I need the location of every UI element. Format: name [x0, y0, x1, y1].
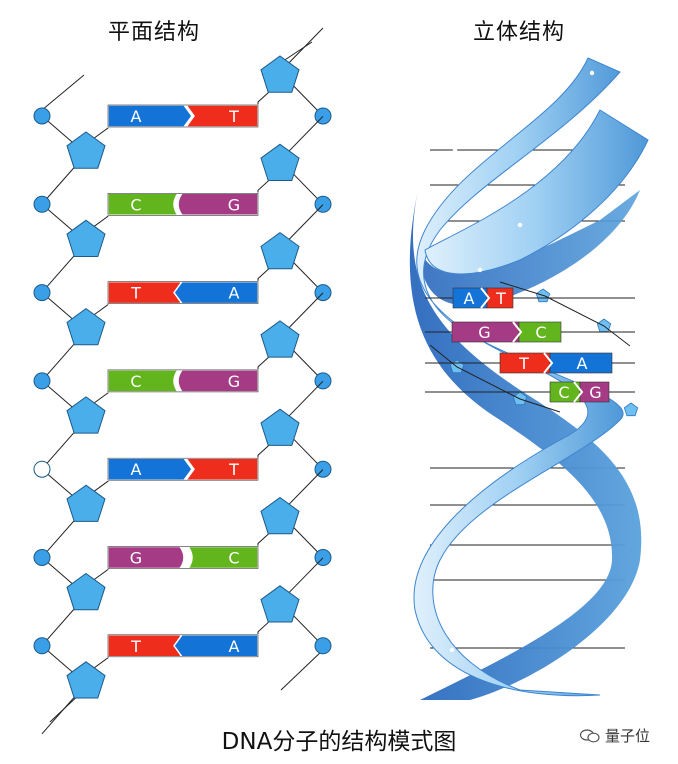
phosphate-group	[33, 107, 51, 125]
base-letter: C	[130, 372, 141, 391]
ribbon-highlight	[589, 70, 595, 76]
deoxyribose-sugar	[66, 572, 106, 611]
base-letter: T	[228, 107, 239, 126]
base-letter: A	[229, 284, 240, 303]
backbone-ribbon-front	[413, 57, 624, 697]
phosphate-group	[33, 284, 51, 302]
base-pair-outline	[107, 634, 259, 658]
deoxyribose-sugar	[260, 55, 300, 93]
base-pair-outline	[107, 104, 259, 128]
phosphate-group	[33, 372, 51, 390]
deoxyribose-sugar	[260, 231, 300, 270]
base-letter: C	[535, 323, 546, 342]
base-pair-outline	[107, 281, 259, 304]
deoxyribose-sugar	[66, 131, 106, 169]
base-joint	[512, 321, 523, 343]
watermark: 量子位	[580, 725, 650, 746]
base-pair-outline	[107, 457, 259, 481]
phosphate-group	[33, 460, 51, 478]
base-pair-outline	[107, 369, 259, 393]
deoxyribose-sugar	[66, 661, 106, 699]
base-A	[173, 634, 259, 658]
planar-structure-title: 平面结构	[108, 20, 201, 45]
base-A	[107, 104, 193, 128]
base-C	[518, 321, 562, 343]
base-letter: G	[228, 372, 240, 391]
base-joint	[573, 381, 584, 403]
backbone-ribbon-front	[424, 109, 649, 275]
base-G	[177, 192, 259, 217]
deoxyribose-sugar	[260, 496, 300, 535]
backbone-line	[499, 281, 631, 347]
phosphate-group	[33, 195, 51, 213]
base-C	[186, 545, 259, 570]
deoxyribose-sugar	[260, 585, 300, 623]
base-letter: T	[495, 289, 506, 308]
ribbon-highlight	[602, 537, 608, 543]
base-letter: T	[130, 637, 141, 656]
base-letter: C	[228, 549, 239, 568]
base-letter: G	[478, 323, 490, 342]
ribbon-highlight	[433, 417, 439, 423]
base-A	[107, 457, 193, 481]
backbone-line	[41, 74, 85, 111]
ribbon-highlight	[427, 537, 433, 543]
base-letter: C	[558, 383, 569, 402]
backbone-ribbon-back	[420, 190, 640, 306]
base-letter: G	[228, 195, 240, 214]
ribbon-highlight	[452, 147, 458, 153]
base-A	[549, 352, 613, 374]
phosphate-group	[314, 637, 332, 655]
wechat-bubble-icon	[580, 728, 600, 742]
planar-structure: A T C G T A C G A T G C T A	[33, 27, 332, 735]
base-G	[107, 545, 185, 570]
base-letter: G	[589, 383, 601, 402]
phosphate-group	[33, 637, 51, 655]
base-C	[107, 192, 180, 217]
base-letter: A	[131, 460, 142, 479]
deoxyribose-sugar	[66, 307, 106, 346]
backbone-ribbon-back	[409, 190, 642, 700]
deoxyribose-sugar	[66, 219, 106, 257]
base-letter: A	[131, 107, 142, 126]
ribbon-highlight	[517, 222, 523, 228]
deoxyribose-sugar	[260, 408, 300, 446]
base-letter: G	[130, 549, 142, 568]
base-A	[173, 280, 259, 305]
base-G	[579, 381, 610, 403]
deoxyribose-sugar	[66, 396, 106, 434]
deoxyribose-sugar	[66, 484, 106, 522]
base-pair-outline	[107, 193, 259, 216]
diagram-caption: DNA分子的结构模式图	[221, 729, 457, 755]
backbone-line	[429, 344, 561, 413]
backbone-line	[280, 649, 324, 691]
phosphate-group	[33, 549, 51, 566]
base-joint	[480, 287, 491, 309]
deoxyribose-sugar	[260, 320, 300, 358]
base-T	[486, 287, 514, 309]
helix-structure-title: 立体结构	[473, 20, 566, 45]
base-joint	[543, 352, 554, 374]
base-C	[107, 369, 180, 393]
watermark-text: 量子位	[605, 727, 651, 745]
base-letter: C	[130, 195, 141, 214]
base-letter: A	[577, 354, 588, 373]
base-T	[184, 457, 259, 481]
base-letter: T	[228, 460, 239, 479]
base-letter: T	[130, 284, 141, 303]
base-G	[177, 369, 259, 393]
ribbon-highlight	[449, 647, 455, 653]
base-letter: A	[229, 637, 240, 656]
base-letter: T	[518, 354, 529, 373]
ribbon-highlight	[517, 105, 523, 111]
base-T	[184, 104, 259, 128]
deoxyribose-sugar	[260, 143, 300, 181]
helix-sugar	[623, 402, 639, 417]
ribbon-highlight	[477, 267, 483, 273]
base-pair-outline	[107, 546, 259, 569]
base-letter: A	[464, 289, 475, 308]
